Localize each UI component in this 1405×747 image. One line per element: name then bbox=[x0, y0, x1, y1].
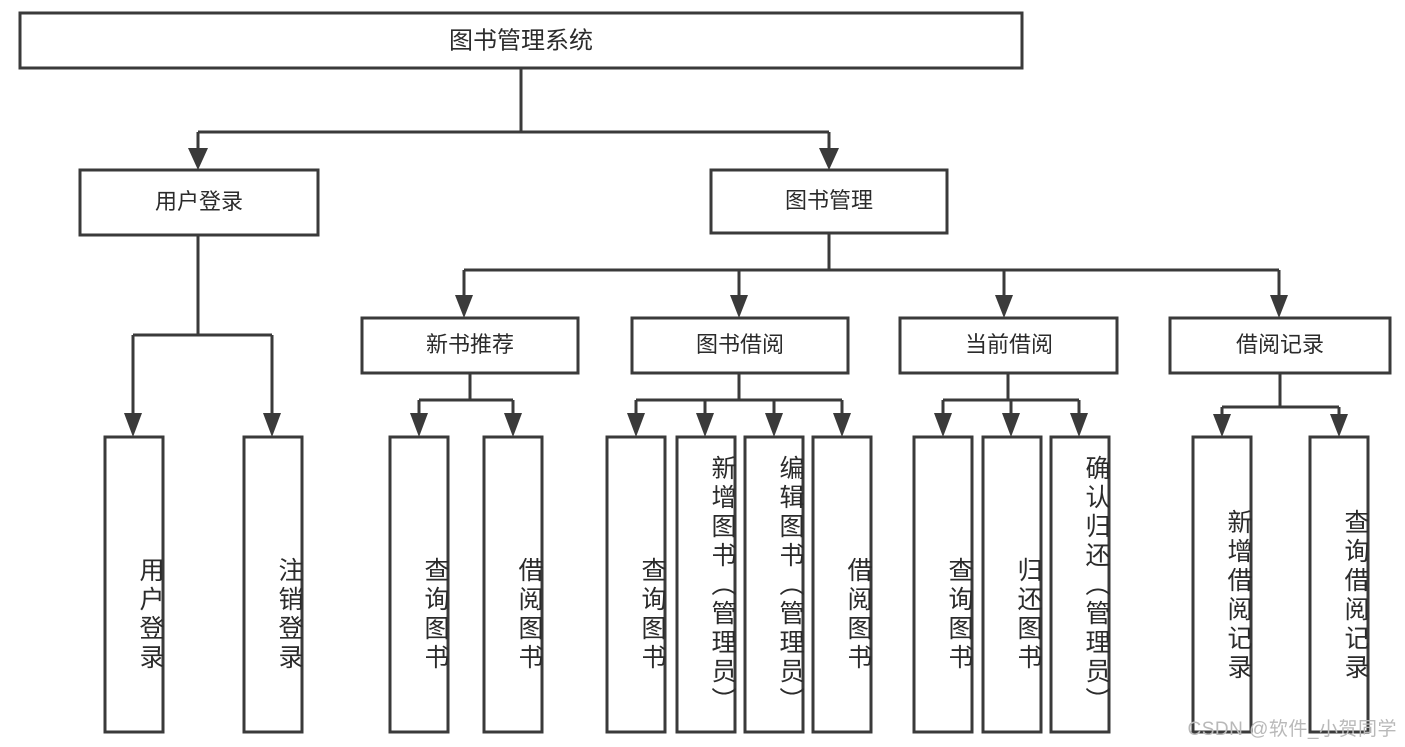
arrow-head-cb-leaf3 bbox=[1070, 413, 1088, 437]
node-root-label: 图书管理系统 bbox=[449, 27, 593, 54]
connectors-current-borrow-to-leaves bbox=[934, 373, 1088, 437]
node-root[interactable]: 图书管理系统 bbox=[18, 11, 1024, 70]
arrow-head-bb-leaf1 bbox=[627, 413, 645, 437]
arrow-head-new-book bbox=[455, 295, 473, 318]
arrow-head-bb-leaf4 bbox=[833, 413, 851, 437]
node-borrow-record-label: 借阅记录 bbox=[1236, 332, 1324, 357]
node-root-rect[interactable] bbox=[18, 11, 1024, 70]
connectors-user-login-to-leaves bbox=[124, 235, 281, 437]
node-user-login-label: 用户登录 bbox=[155, 189, 243, 214]
connectors-book-borrow-to-leaves bbox=[627, 373, 851, 437]
node-current-borrow-rect[interactable] bbox=[898, 316, 1119, 375]
leaf-rect-borrow-book-2[interactable] bbox=[811, 435, 873, 734]
node-user-login[interactable]: 用户登录 bbox=[78, 168, 320, 237]
leaf-rect-query-book-2[interactable] bbox=[605, 435, 667, 734]
node-book-borrow-rect[interactable] bbox=[630, 316, 850, 375]
node-borrow-record-rect[interactable] bbox=[1168, 316, 1392, 375]
node-book-borrow-label: 图书借阅 bbox=[696, 332, 784, 357]
leaf-boxes-borrow-record bbox=[1191, 435, 1370, 734]
node-book-management-rect[interactable] bbox=[709, 168, 949, 235]
leaf-rect-query-book-3[interactable] bbox=[912, 435, 974, 734]
node-book-management-label: 图书管理 bbox=[785, 188, 873, 213]
leaf-rect-user-login[interactable] bbox=[103, 435, 165, 734]
arrow-head-cb-leaf2 bbox=[1002, 413, 1020, 437]
node-new-book-recommend-rect[interactable] bbox=[360, 316, 580, 375]
connectors-borrow-record-to-leaves bbox=[1213, 373, 1348, 437]
arrow-head-br-leaf2 bbox=[1330, 414, 1348, 437]
arrow-head-bb-leaf3 bbox=[765, 413, 783, 437]
connectors-new-book-to-leaves bbox=[410, 373, 522, 437]
node-new-book-recommend-label: 新书推荐 bbox=[426, 332, 514, 357]
node-current-borrow[interactable]: 当前借阅 bbox=[898, 316, 1119, 375]
leaf-rect-add-borrow-record[interactable] bbox=[1191, 435, 1253, 734]
leaf-boxes-user-login bbox=[103, 435, 304, 734]
arrow-head-borrow-record bbox=[1270, 295, 1288, 318]
arrow-head-leaf-user-login bbox=[124, 413, 142, 437]
leaf-boxes-book-borrow bbox=[605, 435, 873, 734]
node-book-borrow[interactable]: 图书借阅 bbox=[630, 316, 850, 375]
leaf-rect-borrow-book-1[interactable] bbox=[482, 435, 544, 734]
arrow-head-book-borrow bbox=[730, 295, 748, 318]
arrow-head-bb-leaf2 bbox=[696, 413, 714, 437]
leaf-rect-edit-book-admin[interactable] bbox=[743, 435, 805, 734]
leaf-rect-query-book-1[interactable] bbox=[388, 435, 450, 734]
leaf-rect-return-book[interactable] bbox=[981, 435, 1043, 734]
node-borrow-record[interactable]: 借阅记录 bbox=[1168, 316, 1392, 375]
arrow-head-book-mgmt bbox=[819, 148, 839, 170]
arrow-head-br-leaf1 bbox=[1213, 414, 1231, 437]
leaf-rect-add-book-admin[interactable] bbox=[675, 435, 737, 734]
leaf-rect-logout[interactable] bbox=[242, 435, 304, 734]
arrow-head-current-borrow bbox=[995, 295, 1013, 318]
leaf-boxes-current-borrow bbox=[912, 435, 1111, 734]
connectors-book-mgmt-to-level3 bbox=[455, 233, 1288, 318]
leaf-boxes-new-book-recommend bbox=[388, 435, 544, 734]
arrow-head-nb-leaf2 bbox=[504, 413, 522, 437]
arrow-head-cb-leaf1 bbox=[934, 413, 952, 437]
arrow-head-user-login bbox=[188, 148, 208, 170]
node-user-login-rect[interactable] bbox=[78, 168, 320, 237]
node-new-book-recommend[interactable]: 新书推荐 bbox=[360, 316, 580, 375]
leaf-rect-query-borrow-record[interactable] bbox=[1308, 435, 1370, 734]
leaf-rect-confirm-return-admin[interactable] bbox=[1049, 435, 1111, 734]
node-book-management[interactable]: 图书管理 bbox=[709, 168, 949, 235]
watermark-text: CSDN @软件_小贺同学 bbox=[1187, 719, 1397, 740]
arrow-head-leaf-logout bbox=[263, 413, 281, 437]
node-current-borrow-label: 当前借阅 bbox=[965, 332, 1053, 357]
connectors-root-to-level2 bbox=[188, 68, 839, 170]
arrow-head-nb-leaf1 bbox=[410, 413, 428, 437]
